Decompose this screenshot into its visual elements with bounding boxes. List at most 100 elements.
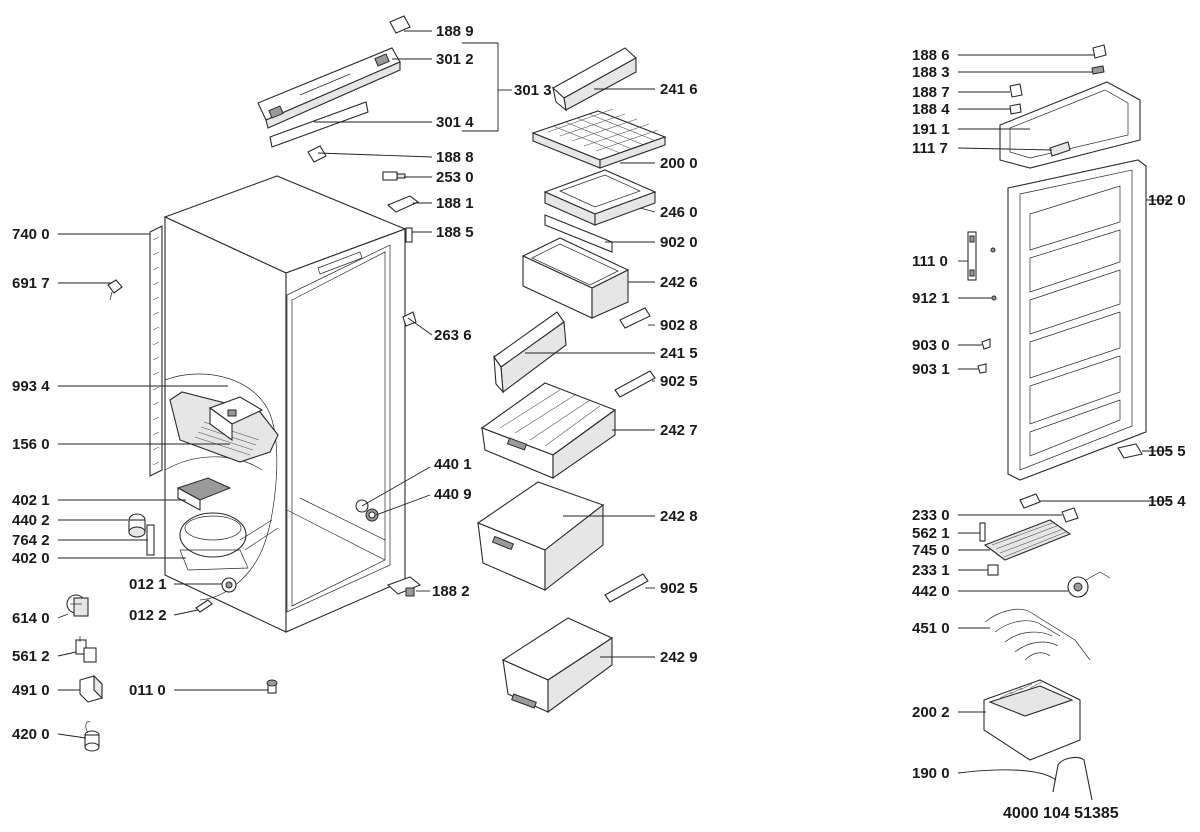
part-2416 bbox=[552, 47, 637, 112]
label-1886: 188 6 bbox=[912, 47, 950, 64]
part-2415 bbox=[493, 311, 567, 394]
part-9030 bbox=[981, 338, 991, 350]
label-1883: 188 3 bbox=[912, 64, 950, 81]
part-9031 bbox=[977, 363, 987, 374]
part-9020 bbox=[544, 214, 613, 253]
label-9121: 912 1 bbox=[912, 290, 950, 307]
label-2426: 242 6 bbox=[660, 274, 698, 291]
label-4021: 402 1 bbox=[12, 492, 50, 509]
part-4200 bbox=[84, 721, 100, 752]
part-1888 bbox=[307, 145, 327, 163]
part-1911 bbox=[999, 81, 1141, 169]
part-2530 bbox=[382, 171, 406, 181]
part-1887 bbox=[1009, 83, 1023, 98]
part-7450 bbox=[983, 519, 1072, 561]
label-2530: 253 0 bbox=[436, 169, 474, 186]
label-1885: 188 5 bbox=[436, 224, 474, 241]
label-2636: 263 6 bbox=[434, 327, 472, 344]
label-4510: 451 0 bbox=[912, 620, 950, 637]
label-2429: 242 9 bbox=[660, 649, 698, 666]
label-4420: 442 0 bbox=[912, 583, 950, 600]
part-4510 bbox=[984, 608, 1091, 661]
door-1020 bbox=[1007, 159, 1147, 481]
part-2428 bbox=[476, 481, 605, 592]
label-9934: 993 4 bbox=[12, 378, 50, 395]
label-7400: 740 0 bbox=[12, 226, 50, 243]
label-1117: 111 7 bbox=[912, 140, 948, 157]
label-1560: 156 0 bbox=[12, 436, 50, 453]
label-4910: 491 0 bbox=[12, 682, 50, 699]
part-1882 bbox=[386, 576, 422, 597]
pin-0122 bbox=[195, 599, 213, 613]
label-2002: 200 2 bbox=[912, 704, 950, 721]
part-9025a bbox=[614, 370, 656, 398]
label-1110: 111 0 bbox=[912, 253, 948, 270]
label-1881: 188 1 bbox=[436, 195, 474, 212]
part-2429 bbox=[501, 617, 614, 714]
label-5621: 562 1 bbox=[912, 525, 950, 542]
part-0110 bbox=[266, 679, 278, 694]
part-1900 bbox=[1052, 756, 1093, 801]
label-1887: 188 7 bbox=[912, 84, 950, 101]
top-cover-3012 bbox=[257, 47, 401, 129]
part-1885 bbox=[405, 227, 413, 243]
label-2460: 246 0 bbox=[660, 204, 698, 221]
label-0121: 012 1 bbox=[129, 576, 167, 593]
label-2000: 200 0 bbox=[660, 155, 698, 172]
label-4200: 420 0 bbox=[12, 726, 50, 743]
label-2330: 233 0 bbox=[912, 507, 950, 524]
label-1882: 188 2 bbox=[432, 583, 470, 600]
label-4402: 440 2 bbox=[12, 512, 50, 529]
label-0122: 012 2 bbox=[129, 607, 167, 624]
part-1883 bbox=[1091, 65, 1105, 75]
part-2460 bbox=[543, 169, 657, 226]
label-9030: 903 0 bbox=[912, 337, 950, 354]
part-5621 bbox=[979, 522, 986, 542]
label-4020: 402 0 bbox=[12, 550, 50, 567]
condenser-grid bbox=[149, 225, 163, 477]
label-9025b: 902 5 bbox=[660, 580, 698, 597]
part-1889 bbox=[389, 15, 411, 34]
label-1055: 105 5 bbox=[1148, 443, 1186, 460]
label-9020: 902 0 bbox=[660, 234, 698, 251]
label-1884: 188 4 bbox=[912, 101, 950, 118]
label-2415: 241 5 bbox=[660, 345, 698, 362]
label-3013: 301 3 bbox=[514, 82, 552, 99]
part-4402 bbox=[128, 513, 146, 538]
part-1055 bbox=[1117, 443, 1143, 459]
label-6140: 614 0 bbox=[12, 610, 50, 627]
part-2331 bbox=[987, 564, 999, 576]
part-4420 bbox=[1067, 571, 1111, 598]
label-2331: 233 1 bbox=[912, 562, 950, 579]
part-1881 bbox=[386, 195, 420, 213]
label-1911: 191 1 bbox=[912, 121, 950, 138]
part-7642 bbox=[146, 524, 155, 556]
label-5612: 561 2 bbox=[12, 648, 50, 665]
part-1110 bbox=[967, 231, 977, 281]
label-1888: 188 8 bbox=[436, 149, 474, 166]
part-5612 bbox=[75, 636, 97, 663]
label-9028: 902 8 bbox=[660, 317, 698, 334]
part-2000 bbox=[531, 108, 667, 169]
label-7450: 745 0 bbox=[912, 542, 950, 559]
part-9121 bbox=[991, 295, 997, 301]
label-0110: 011 0 bbox=[129, 682, 166, 699]
part-2426 bbox=[521, 237, 630, 319]
part-9025b bbox=[604, 573, 649, 603]
part-4910 bbox=[79, 674, 103, 703]
part-4409 bbox=[365, 508, 379, 522]
label-3012: 301 2 bbox=[436, 51, 474, 68]
part-3014 bbox=[269, 101, 369, 148]
label-4401: 440 1 bbox=[434, 456, 472, 473]
label-1900: 190 0 bbox=[912, 765, 950, 782]
compressor-bay bbox=[164, 373, 279, 601]
label-7642: 764 2 bbox=[12, 532, 50, 549]
label-1889: 188 9 bbox=[436, 23, 474, 40]
label-3014: 301 4 bbox=[436, 114, 474, 131]
screw-icon bbox=[990, 247, 996, 253]
part-1884 bbox=[1009, 103, 1022, 115]
part-2427 bbox=[480, 382, 617, 480]
part-6140 bbox=[66, 594, 89, 617]
label-9025a: 902 5 bbox=[660, 373, 698, 390]
